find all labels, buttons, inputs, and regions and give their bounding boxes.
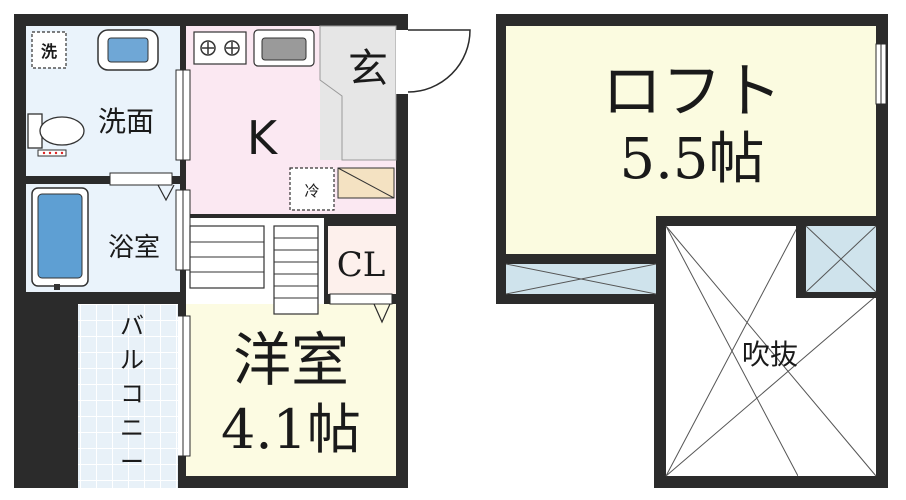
balcony-char-4: ニ: [120, 414, 144, 442]
stove-icon: [193, 31, 247, 65]
first-floor-plan: 洗 洗面 浴室 K 冷: [14, 14, 471, 488]
fridge-space: [289, 167, 335, 211]
western-room-label: 洋室: [233, 326, 349, 394]
closet-label: CL: [337, 245, 386, 285]
balcony-char-5: ー: [120, 448, 144, 476]
western-room-size: 4.1帖: [221, 398, 361, 461]
balcony-char-1: バ: [120, 312, 144, 340]
toilet-icon: [27, 113, 85, 157]
stairs-icon: [189, 225, 319, 315]
bathtub-icon: [31, 187, 89, 290]
washer-space: [31, 31, 67, 69]
kitchen-label: K: [247, 111, 279, 165]
loft-size: 5.5帖: [619, 127, 764, 192]
closet-area: [328, 226, 396, 294]
washer-label: 洗: [41, 42, 57, 61]
entrance-label: 玄: [348, 46, 388, 92]
balcony-area: [78, 304, 178, 488]
bath-label: 浴室: [108, 233, 160, 263]
entrance-door: [407, 29, 471, 93]
loft-label: ロフト: [602, 57, 782, 127]
balcony-char-3: コ: [120, 380, 144, 408]
atrium-label: 吹抜: [742, 338, 798, 371]
washroom-label: 洗面: [98, 105, 154, 138]
balcony: バ ル コ ニ ー: [78, 304, 178, 488]
western-room-area: [186, 304, 396, 476]
balcony-char-2: ル: [120, 346, 144, 374]
loft-plan: ロフト 5.5帖 吹抜: [496, 14, 888, 488]
fridge-label: 冷: [304, 182, 319, 200]
loft-area: [506, 26, 876, 254]
